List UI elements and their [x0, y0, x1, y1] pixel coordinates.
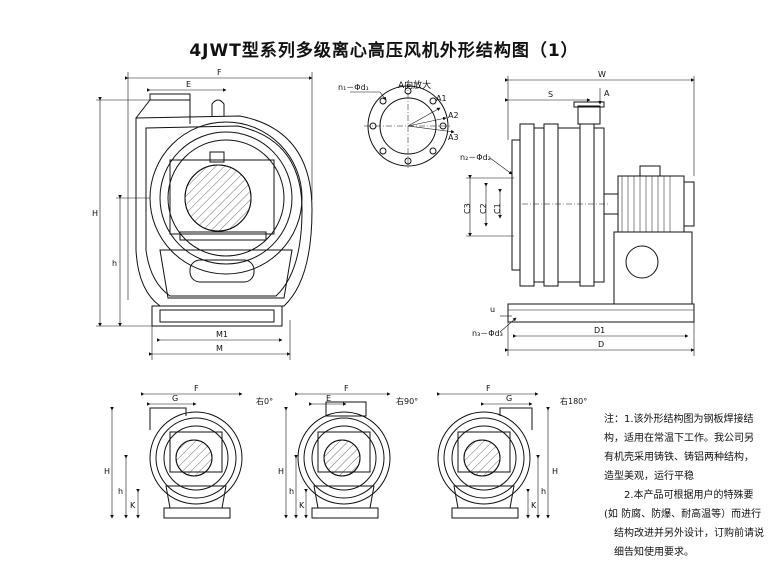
dim-S: S: [548, 90, 553, 99]
small-180-rotation: 右180°: [560, 396, 587, 406]
small-90-h: h: [289, 487, 294, 496]
small-90-H: H: [278, 467, 284, 476]
front-view: [135, 93, 313, 327]
dim-C2: C2: [479, 203, 488, 214]
small-180-F: F: [486, 384, 491, 393]
dim-D1: D1: [594, 326, 605, 335]
note-line: 结构改进并另外设计，订购前请说: [604, 528, 764, 539]
dim-F: F: [217, 68, 222, 77]
small-0-K: K: [130, 501, 136, 510]
dim-h: h: [112, 259, 117, 268]
small-180-h: h: [541, 487, 546, 496]
small-view-90: [297, 401, 391, 519]
note-line: 细告知使用要求。: [604, 547, 694, 558]
small-0-F: F: [194, 384, 199, 393]
detail-n1-d1: n₁－Φd₁: [338, 83, 369, 92]
dim-C3: C3: [463, 203, 472, 214]
small-90-F: F: [344, 384, 349, 393]
small-0-rotation: 右0°: [256, 396, 273, 406]
dim-D: D: [598, 340, 604, 349]
small-0-h: h: [118, 487, 123, 496]
dim-M: M: [216, 344, 223, 353]
dim-C1: C1: [493, 203, 502, 214]
note-line: 构，适用在常温下工作。我公司另: [604, 433, 754, 444]
dim-n3-d3: n₃－Φd₃: [472, 329, 503, 338]
small-0-H: H: [104, 467, 110, 476]
small-180-H: H: [552, 467, 558, 476]
note-line: (如 防腐、防爆、耐高温等）而进行: [604, 509, 762, 520]
note-line: 造型美观，运行平稳: [604, 471, 694, 482]
dim-W: W: [598, 70, 606, 79]
side-view-dimensions: [466, 76, 695, 356]
side-view: [507, 101, 695, 323]
notes-block: 注：1.该外形结构图为钢板焊接结 构，适用在常温下工作。我公司另 有机壳采用铸铁…: [604, 410, 768, 562]
front-view-dimensions: [96, 72, 313, 360]
small-90-E: E: [326, 394, 331, 403]
note-line: 注：1.该外形结构图为钢板焊接结: [604, 414, 754, 425]
note-line: 有机壳采用铸铁、铸铝两种结构，: [604, 452, 754, 463]
dim-M1: M1: [216, 330, 228, 339]
note-line: 2.本产品可根据用户的特殊要: [604, 490, 754, 501]
flange-detail: [350, 82, 455, 170]
small-view-180: [437, 407, 533, 519]
dim-A: A: [604, 89, 610, 98]
small-180-K: K: [531, 501, 537, 510]
detail-A2: A2: [448, 111, 459, 120]
dim-u: u: [490, 305, 495, 314]
dim-H: H: [92, 209, 98, 218]
small-90-rotation: 右90°: [396, 396, 418, 406]
small-180-G: G: [506, 394, 512, 403]
page-title: 4JWT型系列多级离心高压风机外形结构图（1）: [189, 41, 579, 61]
small-view-0: [149, 407, 243, 519]
dim-n2-d2: n₂－Φd₂: [460, 153, 491, 162]
detail-A1: A1: [436, 94, 447, 103]
detail-caption: A向放大: [398, 79, 431, 91]
small-90-K: K: [299, 501, 305, 510]
small-0-G: G: [172, 394, 178, 403]
dim-E: E: [186, 80, 191, 89]
detail-A3: A3: [448, 133, 459, 142]
